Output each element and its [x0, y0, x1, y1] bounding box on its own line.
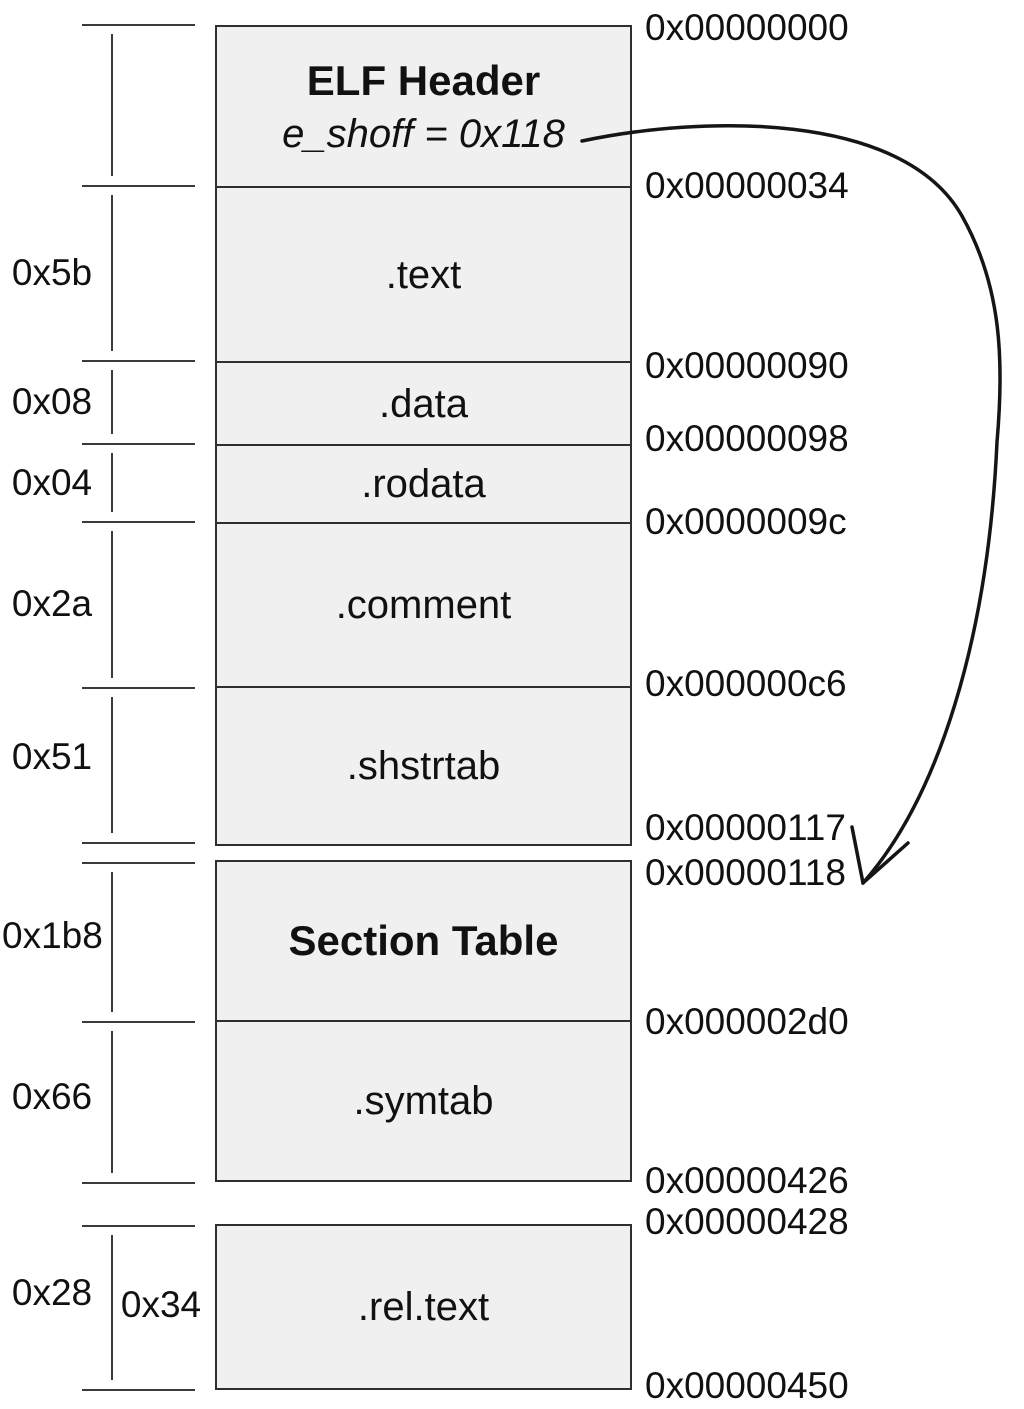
ruler-tick — [82, 1182, 195, 1184]
ruler-tick — [82, 842, 195, 844]
section-rel-text-label: .rel.text — [357, 1285, 490, 1329]
file-region-box-top: ELF Header e_shoff = 0x118 .text .data .… — [215, 25, 632, 846]
size-bracket-elf-header — [111, 34, 113, 176]
section-rodata-label: .rodata — [361, 462, 486, 506]
section-shstrtab-label: .shstrtab — [346, 744, 501, 788]
ruler-tick — [82, 1225, 195, 1227]
size-label-rel-text: 0x28 — [11, 1272, 93, 1313]
elf-header-title: ELF Header — [306, 56, 541, 104]
section-table-label: Section Table — [288, 917, 559, 964]
size-bracket-shstrtab — [111, 697, 113, 833]
offset-label-0x000002d0: 0x000002d0 — [645, 1001, 849, 1042]
size-label-text: 0x5b — [11, 252, 93, 293]
section-text-label: .text — [385, 252, 462, 297]
offset-label-0x0000009c: 0x0000009c — [645, 501, 847, 542]
ruler-tick — [82, 185, 195, 187]
size-bracket-section-table — [111, 872, 113, 1012]
offset-label-0x00000034: 0x00000034 — [645, 165, 849, 206]
section-rel-text: .rel.text — [217, 1226, 630, 1388]
section-data-label: .data — [379, 381, 468, 426]
ruler-tick — [82, 360, 195, 362]
ruler-tick — [82, 862, 195, 864]
ruler-tick — [82, 687, 195, 689]
ruler-tick — [82, 1021, 195, 1023]
section-comment-label: .comment — [335, 583, 512, 627]
offset-label-0x00000000: 0x00000000 — [645, 7, 849, 48]
offset-label-0x00000118: 0x00000118 — [645, 852, 846, 893]
offset-label-0x00000450: 0x00000450 — [645, 1365, 849, 1406]
size-bracket-symtab — [111, 1031, 113, 1173]
offset-label-0x00000098: 0x00000098 — [645, 418, 849, 459]
offset-label-0x00000426: 0x00000426 — [645, 1160, 849, 1201]
size-label-rel-text-inner: 0x34 — [120, 1284, 202, 1325]
ruler-tick — [82, 1389, 195, 1391]
offset-label-0x00000428: 0x00000428 — [645, 1201, 849, 1242]
ruler-tick — [82, 521, 195, 523]
size-bracket-comment — [111, 531, 113, 678]
ruler-tick — [82, 24, 195, 26]
section-symtab: .symtab — [217, 1020, 630, 1180]
section-data: .data — [217, 361, 630, 444]
size-label-shstrtab: 0x51 — [11, 736, 93, 777]
file-region-box-middle: Section Table .symtab — [215, 860, 632, 1182]
size-bracket-text — [111, 195, 113, 351]
file-region-box-bottom: .rel.text — [215, 1224, 632, 1390]
offset-label-0x000000c6: 0x000000c6 — [645, 663, 847, 704]
ruler-tick — [82, 443, 195, 445]
size-label-comment: 0x2a — [11, 583, 93, 624]
section-shstrtab: .shstrtab — [217, 686, 630, 844]
offset-label-0x00000117: 0x00000117 — [645, 807, 846, 848]
section-rodata: .rodata — [217, 444, 630, 522]
size-label-symtab: 0x66 — [11, 1076, 93, 1117]
size-bracket-data — [111, 370, 113, 434]
section-comment: .comment — [217, 522, 630, 686]
size-label-section-table: 0x1b8 — [2, 915, 103, 956]
arrow-head — [850, 825, 910, 885]
size-label-data: 0x08 — [11, 381, 93, 422]
size-bracket-rel-text — [111, 1235, 113, 1380]
size-bracket-rodata — [111, 453, 113, 512]
section-text: .text — [217, 186, 630, 361]
size-label-rodata: 0x04 — [11, 462, 93, 503]
section-section-table: Section Table — [217, 862, 630, 1020]
section-elf-header: ELF Header e_shoff = 0x118 — [217, 27, 630, 186]
section-symtab-label: .symtab — [353, 1079, 494, 1123]
offset-label-0x00000090: 0x00000090 — [645, 345, 849, 386]
e-shoff-field: e_shoff = 0x118 — [282, 111, 565, 156]
